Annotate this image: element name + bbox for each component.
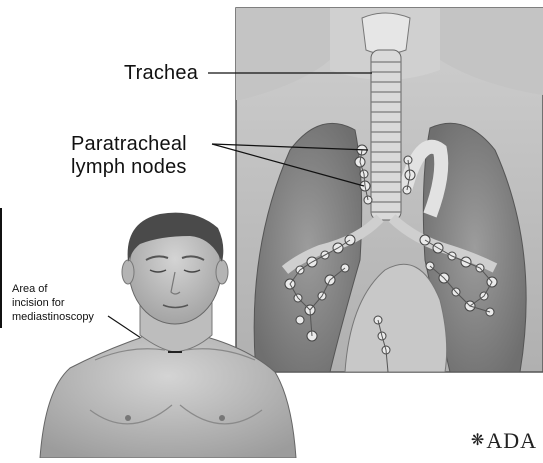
left-edge-mark: [0, 208, 2, 328]
paratracheal-label-line2: lymph nodes: [71, 155, 187, 179]
inset-panel: [236, 8, 543, 372]
logo-text: ADA: [486, 428, 537, 453]
right-ear: [216, 260, 228, 284]
paratracheal-label-line1: Paratracheal: [71, 132, 187, 156]
larynx: [362, 13, 410, 54]
ada-logo: ❋ADA: [471, 428, 537, 454]
left-nipple: [125, 415, 131, 421]
left-ear: [122, 260, 134, 284]
trachea-label: Trachea: [124, 61, 198, 85]
adam-star-icon: ❋: [471, 432, 485, 449]
incision-label-line1: Area of: [12, 283, 47, 296]
incision-label-line3: mediastinoscopy: [12, 311, 94, 324]
trachea: [371, 50, 401, 220]
incision-label-line2: incision for: [12, 297, 65, 310]
right-nipple: [219, 415, 225, 421]
